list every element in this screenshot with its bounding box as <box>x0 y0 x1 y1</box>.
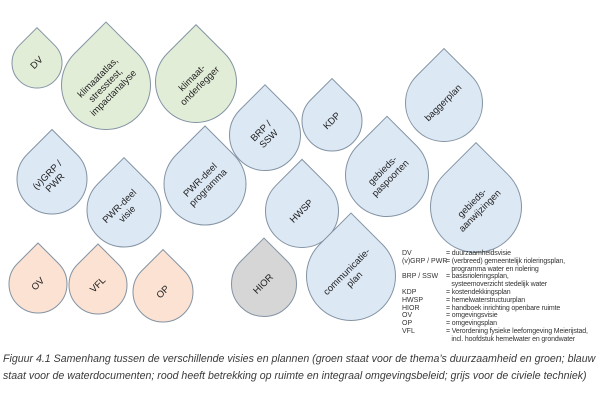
legend-abbr: OP <box>402 320 413 328</box>
legend-def: = Verordening fysieke leefomgeving Meier… <box>446 327 588 343</box>
legend-abbr: VFL <box>402 327 415 335</box>
legend-row: HIOR = handboek inrichting openbare ruimt… <box>402 305 588 313</box>
drop-label: OV <box>29 275 47 293</box>
drop-label: HWSP <box>288 197 316 225</box>
legend-row: HWSP = hemelwaterstructuurplan <box>402 297 588 305</box>
legend-abbr: HWSP <box>402 296 423 304</box>
drop-label: PWR-deel visie <box>100 186 140 226</box>
drop-label: communicatie- plan <box>321 246 373 298</box>
legend-abbr: DV <box>402 250 412 257</box>
legend-def: = kostendekkingsplan <box>446 288 511 296</box>
drop-vfl: VFL <box>56 243 140 327</box>
drop-label: OP <box>154 283 172 301</box>
drop-label: PWR-deel programma <box>181 160 230 209</box>
legend-def: = duurzaamheidsvisie <box>446 250 511 257</box>
legend-row: VFL = Verordening fysieke leefomgeving Me… <box>402 328 588 344</box>
drop-label: gebieds- aanwijzingen <box>455 186 504 235</box>
drop-label: klimaatatlas, stresstest, impactanalyse <box>75 54 140 119</box>
legend-def: = omgevingsvisie <box>446 312 498 320</box>
legend-abbr: KDP <box>402 288 417 296</box>
drop-label: baggerplan <box>423 82 465 124</box>
figure-caption: Figuur 4.1 Samenhang tussen de verschill… <box>3 353 596 382</box>
legend-abbr: BRP / SSW <box>402 273 439 281</box>
drop-label: KDP <box>321 110 343 132</box>
legend-row: OV = omgevingsvisie <box>402 312 588 320</box>
drop-label: VFL <box>87 274 109 296</box>
drop-label: HIOR <box>251 271 277 297</box>
legend-def: = handboek inrichting openbare ruimte <box>446 304 561 312</box>
legend-abbr: HIOR <box>402 304 420 312</box>
legend-def: = basisrioleringsplan, systeemoverzicht … <box>446 273 547 289</box>
drop-label: (v)GRP / PWR <box>31 158 68 195</box>
legend-abbr: (v)GRP / PWR <box>402 257 448 265</box>
legend-def: = hemelwaterstructuurplan <box>446 296 525 304</box>
drop-op: OP <box>119 248 207 336</box>
legend-def: = omgevingsplan <box>446 320 497 328</box>
legend-row: BRP / SSW = basisrioleringsplan, systeemo… <box>402 273 588 289</box>
drop-klimaatatlas: klimaatatlas, stresstest, impactanalyse <box>42 21 170 149</box>
legend-row: DV = duurzaamheidsvisie <box>402 250 588 258</box>
drop-label: BRP / SSW <box>248 118 281 151</box>
legend-row: (v)GRP / PWR= (verbreed) gemeentelijk ri… <box>402 258 588 274</box>
drop-label: klimaat- onderlegger <box>176 62 222 108</box>
drop-hior: HIOR <box>217 237 311 331</box>
legend-def: = (verbreed) gemeentelijk rioleringsplan… <box>446 257 565 273</box>
drop-label: gebieds- paspoorten <box>366 154 412 200</box>
legend-abbr: OV <box>402 312 413 320</box>
legend-row: OP = omgevingsplan <box>402 320 588 328</box>
drop-label: DV <box>28 54 46 72</box>
abbreviation-legend: DV = duurzaamheidsvisie (v)GRP / PWR= (ve… <box>402 250 588 344</box>
legend-row: KDP = kostendekkingsplan <box>402 289 588 297</box>
